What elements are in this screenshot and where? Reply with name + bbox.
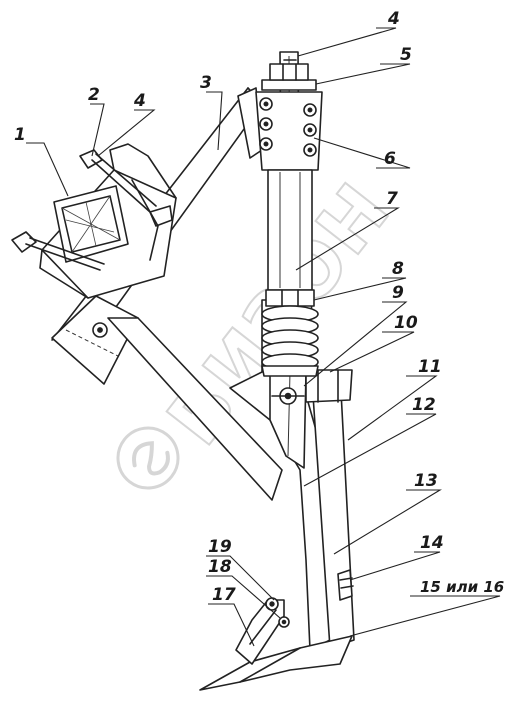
- leader-2: [90, 103, 105, 157]
- leader-15: [349, 595, 501, 637]
- toolbar-clamp: [11, 143, 177, 299]
- leader-4a: [97, 109, 156, 157]
- callout-6: 6: [384, 149, 396, 169]
- leader-6: [313, 137, 411, 169]
- callout-13: 13: [414, 471, 438, 491]
- leader-12: [303, 413, 437, 487]
- callout-11: 11: [418, 357, 442, 377]
- leader-4b: [297, 27, 397, 57]
- leader-1: [26, 142, 69, 197]
- leader-5: [315, 63, 411, 85]
- callout-2: 2: [88, 85, 100, 105]
- callout-4a: 4: [133, 91, 146, 111]
- leader-7: [295, 207, 400, 271]
- side-bolt: [337, 569, 354, 601]
- leader-lines: [26, 27, 501, 647]
- callout-18: 18: [208, 557, 232, 577]
- callout-17: 17: [212, 585, 236, 605]
- leader-8: [313, 277, 407, 301]
- callout-5: 5: [400, 45, 412, 65]
- callout-10: 10: [394, 313, 418, 333]
- callout-4b: 4: [387, 9, 400, 29]
- leader-9: [303, 301, 408, 387]
- lock-nut-stack: [259, 97, 317, 157]
- tension-rod-assembly: [255, 51, 323, 377]
- leader-13: [333, 489, 442, 555]
- callout-1: 1: [14, 125, 26, 145]
- callout-9: 9: [392, 283, 404, 303]
- callout-labels: 1 2 3 4 4 5 6 7 8 9 10 11 12 13 14 15 ил…: [14, 9, 504, 605]
- share-point: [199, 569, 354, 691]
- clamp-bolt-lower: [11, 231, 105, 271]
- callout-7: 7: [386, 189, 398, 209]
- leader-14: [349, 551, 441, 581]
- callout-3: 3: [200, 73, 212, 93]
- callout-15: 15 или 16: [420, 578, 504, 596]
- compression-spring: [261, 305, 319, 371]
- callout-19: 19: [208, 537, 232, 557]
- pivot-pin: [271, 387, 305, 405]
- callout-14: 14: [420, 533, 444, 553]
- shank: [107, 299, 355, 651]
- leader-10: [329, 331, 415, 373]
- callout-8: 8: [392, 259, 404, 279]
- leader-3: [206, 91, 223, 151]
- leader-17: [208, 603, 255, 647]
- leader-19: [206, 555, 275, 601]
- watermark-logo: [116, 426, 180, 490]
- leader-11: [347, 375, 438, 441]
- leader-18: [206, 575, 281, 619]
- callout-12: 12: [412, 395, 436, 415]
- clamp-bolt-upper: [79, 149, 157, 213]
